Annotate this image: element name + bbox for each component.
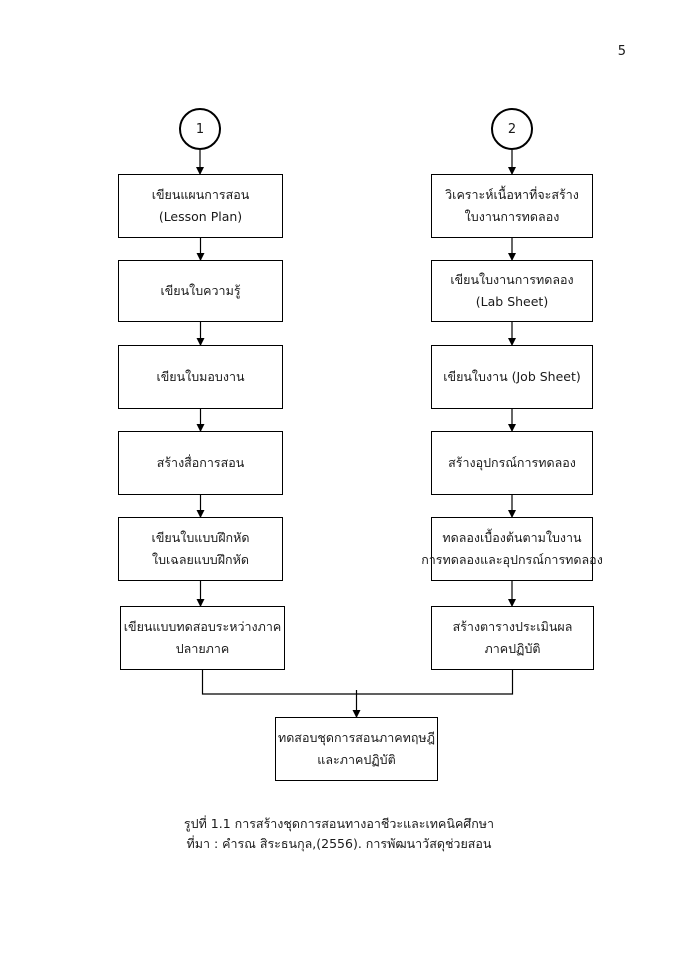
step-box-lab-sheet: เขียนใบงานการทดลอง (Lab Sheet) [431,260,593,322]
box-text-line: (Lab Sheet) [475,294,549,309]
step-box-exercise-sheet: เขียนใบแบบฝึกหัดใบเฉลยแบบฝึกหัด [118,517,283,581]
step-box-lesson-plan: เขียนแผนการสอน (Lesson Plan) [118,174,283,238]
box-text-line: วิเคราะห์เนื้อหาที่จะสร้าง [445,187,579,202]
box-text-line: สร้างอุปกรณ์การทดลอง [448,455,576,470]
box-text-line: ใบงานการทดลอง [464,209,560,224]
start-node-1: 1 [179,108,221,150]
box-text-line: ปลายภาค [175,641,230,656]
step-box-preliminary-test: ทดลองเบื้องต้นตามใบงานการทดลองและอุปกรณ์… [421,517,603,581]
box-text-line: สร้างสื่อการสอน [156,455,245,470]
box-text-line: ใบเฉลยแบบฝึกหัด [152,552,249,567]
box-text-line: เขียนแผนการสอน [151,187,250,202]
merge-line-r6 [356,670,514,695]
box-text-line: สร้างตารางประเมินผล [452,619,573,634]
step-box-job-sheet: เขียนใบงาน (Job Sheet) [431,345,593,409]
box-text-line: และภาคปฏิบัติ [317,752,396,767]
box-text-line: เขียนใบแบบฝึกหัด [151,530,250,545]
box-text-line: (Lesson Plan) [158,209,243,224]
step-box-assignment-sheet: เขียนใบมอบงาน [118,345,283,409]
figure-caption: รูปที่ 1.1 การสร้างชุดการสอนทางอาชีวะและ… [183,816,495,831]
box-text-line: เขียนใบความรู้ [160,283,241,298]
box-text-line: ภาคปฏิบัติ [484,641,541,656]
box-text-line: การทดลองและอุปกรณ์การทดลอง [421,552,603,567]
box-text-line: ทดลองเบื้องต้นตามใบงาน [442,530,582,545]
box-text-line: เขียนใบมอบงาน [156,369,245,384]
box-text-line: เขียนใบงานการทดลอง [450,272,574,287]
page-number: 5 [617,44,626,59]
step-box-knowledge-sheet: เขียนใบความรู้ [118,260,283,322]
step-box-final-testing: ทดสอบชุดการสอนภาคทฤษฎีและภาคปฏิบัติ [275,717,438,781]
step-box-lab-equipment: สร้างอุปกรณ์การทดลอง [431,431,593,495]
step-box-evaluation-table: สร้างตารางประเมินผลภาคปฏิบัติ [431,606,594,670]
box-text-line: เขียนแบบทดสอบระหว่างภาค [123,619,282,634]
box-text-line: ทดสอบชุดการสอนภาคทฤษฎี [277,730,436,745]
step-box-exam: เขียนแบบทดสอบระหว่างภาคปลายภาค [120,606,285,670]
start-node-2: 2 [491,108,533,150]
step-box-teaching-media: สร้างสื่อการสอน [118,431,283,495]
figure-source: ที่มา : คำรณ สิระธนกุล,(2556). การพัฒนาว… [186,836,492,851]
merge-line-l6 [201,670,357,695]
step-box-content-analysis: วิเคราะห์เนื้อหาที่จะสร้างใบงานการทดลอง [431,174,593,238]
box-text-line: เขียนใบงาน (Job Sheet) [443,369,581,384]
